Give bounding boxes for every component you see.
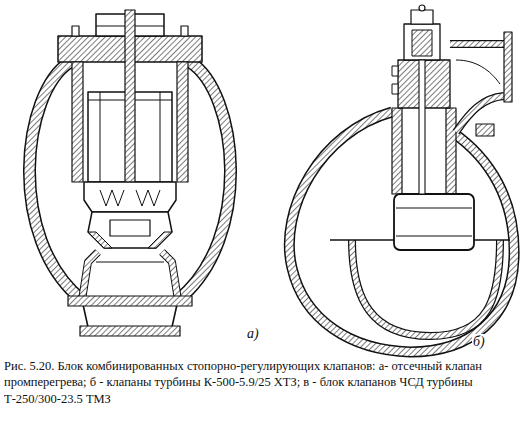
casing-wall (178, 62, 231, 300)
top-cap (411, 10, 433, 24)
valve-disc (84, 182, 176, 212)
casing-wall (29, 62, 82, 300)
actuator-housing (404, 24, 440, 60)
pilot-spring (100, 190, 160, 206)
elbow-pipe (450, 44, 504, 132)
casing-wall (29, 62, 82, 300)
outlet-flange (80, 326, 180, 336)
side-fitting (392, 66, 398, 76)
seat-diffuser (82, 252, 178, 300)
side-lug (476, 124, 494, 136)
seat-cup (352, 240, 500, 336)
cage-wall (177, 62, 188, 182)
bolt (72, 26, 79, 36)
main-disc (88, 212, 172, 248)
figure-caption: Рис. 5.20. Блок комбинированных стопорно… (4, 358, 523, 407)
valve-piston (394, 194, 474, 250)
view-label: б) (472, 334, 486, 350)
disc-hatch (88, 232, 172, 248)
seat-diffuser (82, 252, 178, 300)
side-fitting (392, 84, 398, 94)
view-label: а) (246, 326, 260, 342)
valve-stem (419, 60, 425, 194)
neck-wall (392, 108, 402, 194)
cutoff-valve-a (29, 10, 230, 336)
cage-wall (72, 62, 83, 182)
seat-cup (352, 240, 500, 336)
elbow-inner (456, 60, 500, 84)
outlet-flange (68, 296, 192, 306)
neck-wall (446, 108, 456, 194)
elbow-pipe (450, 44, 504, 132)
turbine-valves-b (289, 5, 514, 352)
casing-wall (178, 62, 231, 300)
outlet-flange (504, 32, 512, 102)
bolt (181, 26, 188, 36)
